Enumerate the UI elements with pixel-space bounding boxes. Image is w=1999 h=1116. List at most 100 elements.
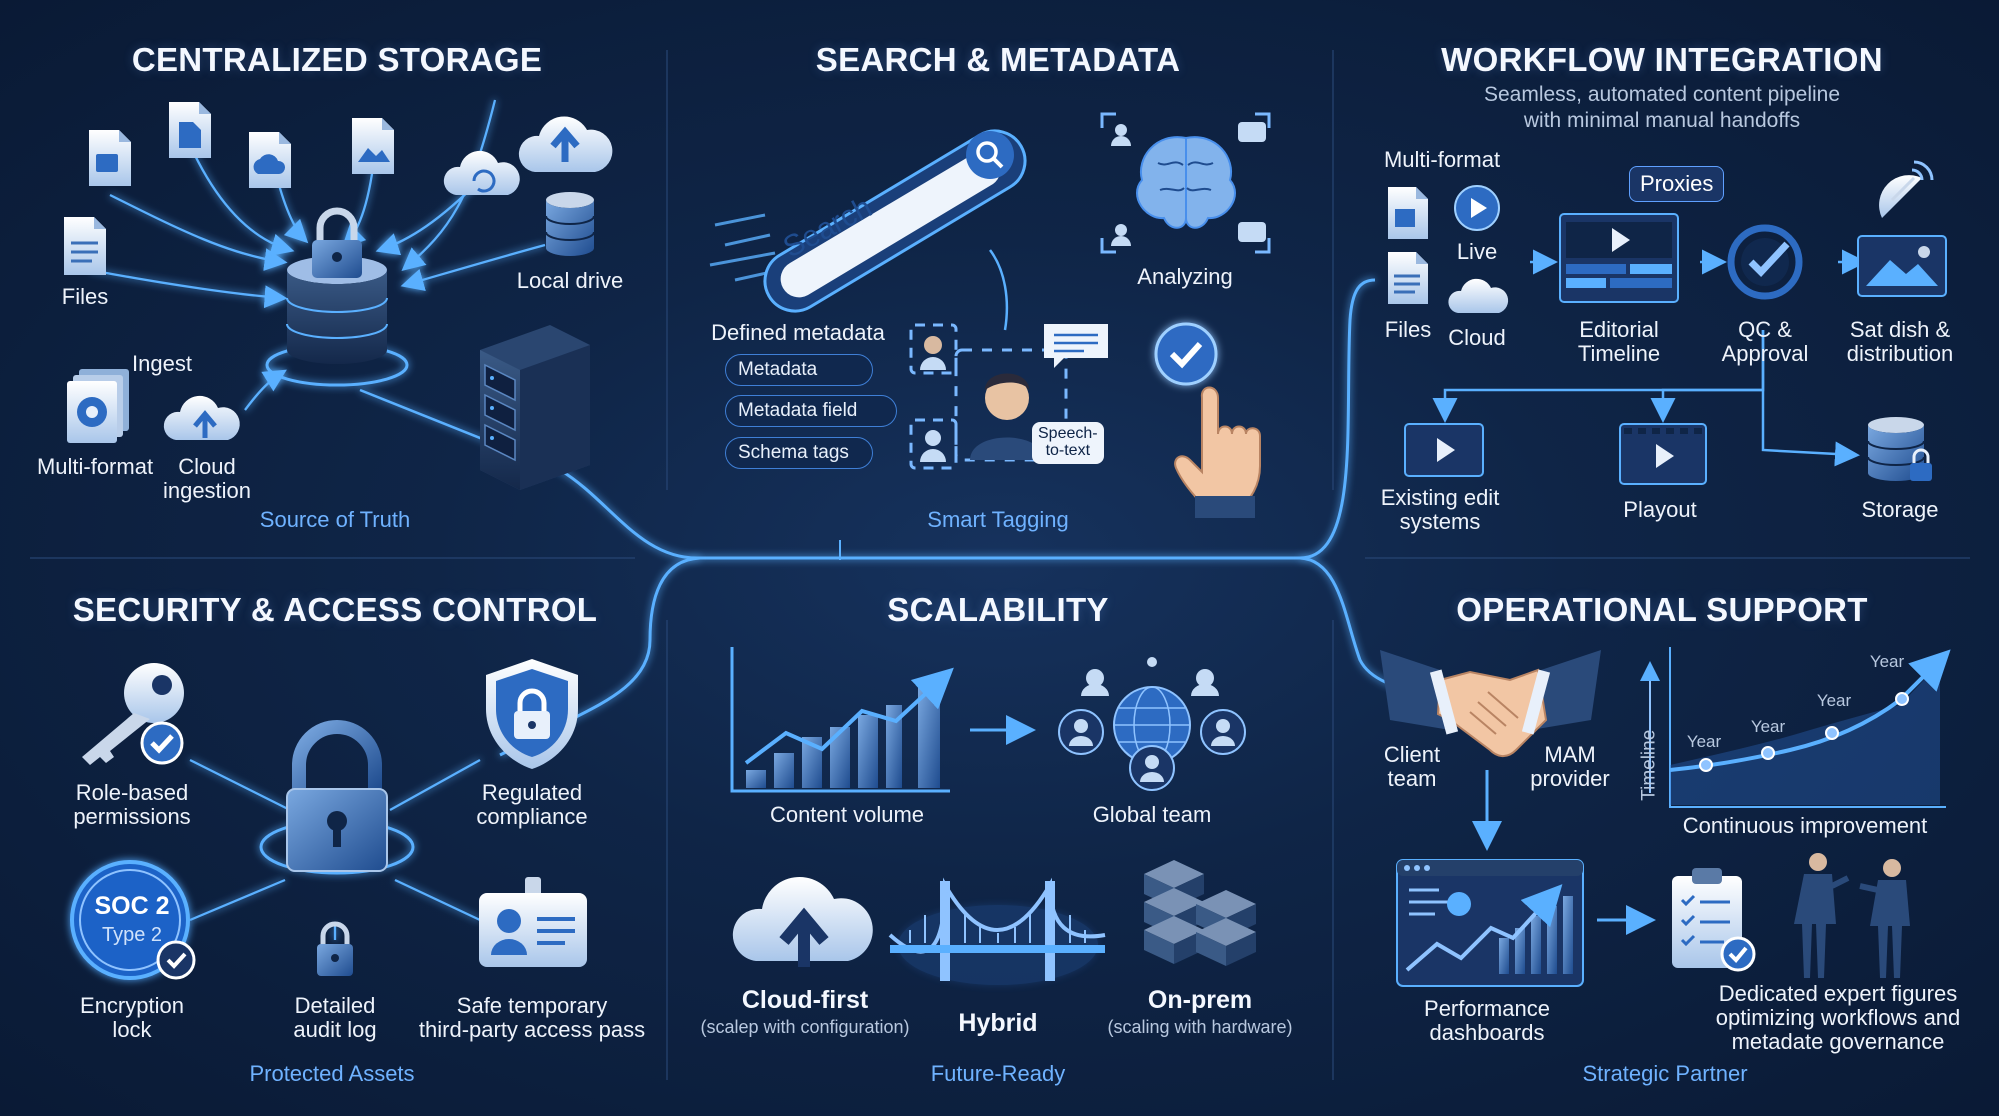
timeline-axis-label: Timeline <box>1638 729 1660 801</box>
local-drive-label: Local drive <box>516 268 624 293</box>
hybrid-label: Hybrid <box>958 1009 1038 1037</box>
role-based-label: Role-based permissions <box>73 780 191 829</box>
clipboard-checklist-icon <box>1672 868 1756 972</box>
schema-tags-chip[interactable]: Schema tags <box>725 437 873 469</box>
central-connector <box>559 278 1376 560</box>
editorial-timeline-icon <box>1559 213 1679 303</box>
files-label: Files <box>61 284 109 309</box>
sat-dish-label: Sat dish & distribution <box>1846 317 1954 366</box>
key-icon <box>82 663 184 765</box>
cloud-first-icon <box>732 876 873 967</box>
ingest-label: Ingest <box>132 351 192 376</box>
existing-edit-icon <box>1404 423 1484 477</box>
performance-dashboard-icon <box>1396 859 1584 987</box>
server-rack-icon <box>480 325 590 490</box>
multi-format-label: Multi-format <box>36 454 154 479</box>
brain-analyzing-icon <box>1100 112 1271 254</box>
metadata-field-chip[interactable]: Metadata field <box>725 395 897 427</box>
search-bar-icon <box>709 129 1027 313</box>
protected-assets-caption: Protected Assets <box>249 1061 415 1086</box>
on-prem-servers-icon <box>1144 860 1256 966</box>
year-label: Year <box>1686 732 1722 751</box>
year-label: Year <box>1869 652 1905 671</box>
global-team-label: Global team <box>1092 802 1212 827</box>
playout-icon <box>1619 423 1707 485</box>
access-pass-label: Safe temporary third-party access pass <box>418 993 646 1042</box>
shield-lock-icon <box>486 659 578 769</box>
access-pass-icon <box>479 877 587 967</box>
file-icon <box>1388 187 1428 239</box>
content-volume-label: Content volume <box>769 802 925 827</box>
workflow-title: WORKFLOW INTEGRATION <box>1441 41 1883 78</box>
analyzing-label: Analyzing <box>1137 264 1233 289</box>
live-label: Live <box>1456 239 1498 264</box>
defined-metadata-label: Defined metadata <box>711 320 885 345</box>
source-of-truth-caption: Source of Truth <box>259 507 411 532</box>
continuous-improvement-label: Continuous improvement <box>1682 813 1928 838</box>
cloud-upload-icon <box>518 116 613 172</box>
performance-dashboards-label: Performance dashboards <box>1424 996 1550 1045</box>
content-volume-chart-icon <box>730 647 954 793</box>
year-label: Year <box>1816 691 1852 710</box>
storage-lock-icon <box>1867 417 1932 481</box>
image-file-icon <box>352 118 394 174</box>
cloud-label: Cloud <box>1448 325 1506 350</box>
files-icon <box>1388 252 1428 304</box>
panel-dividers <box>30 50 1970 1080</box>
mam-provider-label: MAM provider <box>1530 742 1610 791</box>
proxies-badge: Proxies <box>1629 166 1725 202</box>
handshake-icon <box>1380 650 1601 757</box>
expert-figures-icon <box>1794 853 1910 978</box>
central-database-icon <box>265 207 409 387</box>
cloud-sync-icon <box>443 150 520 195</box>
sat-dish-icon <box>1857 160 1947 297</box>
metadata-chip[interactable]: Metadata <box>725 354 873 386</box>
files-icon <box>64 217 106 275</box>
qc-approval-icon <box>1727 224 1803 300</box>
operational-title: OPERATIONAL SUPPORT <box>1456 591 1868 628</box>
audit-log-label: Detailed audit log <box>293 993 377 1042</box>
hybrid-bridge-icon <box>888 877 1106 985</box>
speaker-face-icon <box>909 323 1068 470</box>
storage-arrows <box>89 99 546 411</box>
existing-edit-label: Existing edit systems <box>1380 485 1500 534</box>
playout-label: Playout <box>1623 497 1697 522</box>
on-prem-label: On-prem <box>1147 986 1253 1014</box>
security-connectors <box>189 758 481 940</box>
year-label: Year <box>1750 717 1786 736</box>
cloud-icon <box>1448 278 1509 313</box>
files-label: Files <box>1384 317 1432 342</box>
storage-label: Storage <box>1861 497 1939 522</box>
smart-tagging-caption: Smart Tagging <box>927 507 1069 532</box>
security-title: SECURITY & ACCESS CONTROL <box>72 591 598 628</box>
strategic-partner-caption: Strategic Partner <box>1582 1061 1748 1086</box>
local-drive-icon <box>545 192 595 256</box>
soc2-line1: SOC 2 <box>94 892 170 920</box>
workflow-arrows <box>1432 249 1867 467</box>
chat-bubble-icon <box>1044 324 1108 368</box>
workflow-subtitle-2: with minimal manual handoffs <box>1523 109 1801 132</box>
client-team-label: Client team <box>1383 742 1441 791</box>
dedicated-experts-label: Dedicated expert figures optimizing work… <box>1715 981 1961 1054</box>
soc2-badge <box>70 860 196 980</box>
live-play-icon <box>1454 185 1500 231</box>
document-icon <box>89 130 131 186</box>
qc-approval-label: QC & Approval <box>1721 317 1809 366</box>
future-ready-caption: Future-Ready <box>930 1061 1066 1086</box>
speech-to-text-bubble: Speech- to-text <box>1032 422 1104 464</box>
global-team-icon <box>1058 657 1246 791</box>
on-prem-sub: (scaling with hardware) <box>1107 1017 1293 1037</box>
tap-check-icon <box>1154 322 1261 518</box>
regulated-label: Regulated compliance <box>476 780 588 829</box>
scalability-title: SCALABILITY <box>887 591 1109 628</box>
encryption-label: Encryption lock <box>80 993 184 1042</box>
cloud-first-sub: (scalep with configuration) <box>700 1017 910 1037</box>
padlock-icon <box>259 720 415 875</box>
workflow-subtitle-1: Seamless, automated content pipeline <box>1483 83 1841 106</box>
soc2-line2: Type 2 <box>101 924 163 946</box>
audit-lock-icon <box>317 921 353 976</box>
editorial-timeline-label: Editorial Timeline <box>1577 317 1661 366</box>
search-title: SEARCH & METADATA <box>815 41 1181 78</box>
cloud-first-label: Cloud-first <box>741 986 869 1014</box>
